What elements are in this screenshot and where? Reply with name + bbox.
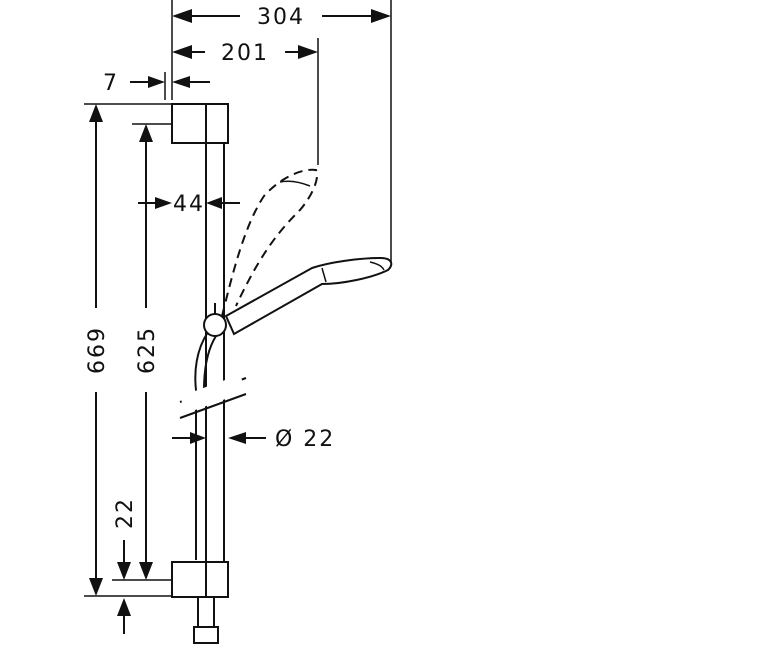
dimension-44-label: 44 (173, 192, 205, 217)
dimension-304: 304 (171, 0, 392, 262)
dimension-7-label: 7 (103, 71, 119, 96)
dimension-625: 625 (112, 123, 172, 581)
shower-hose (194, 331, 217, 560)
dimension-201: 201 (172, 38, 319, 165)
dimension-44: 44 (138, 192, 240, 217)
dimension-diameter-22: Ø 22 (172, 427, 335, 452)
top-wall-bracket (171, 103, 229, 144)
shower-rail (205, 143, 225, 562)
dimension-304-label: 304 (257, 5, 305, 30)
rail-end-cap (193, 596, 219, 644)
dimension-diameter-22-label: Ø 22 (275, 427, 335, 452)
dimension-7: 7 (103, 71, 210, 100)
slider-holder (203, 303, 227, 337)
dimension-669-label: 669 (85, 326, 110, 374)
dimension-22-vertical: 22 (113, 497, 138, 634)
dimension-201-label: 201 (221, 41, 269, 66)
dimension-669: 669 (84, 103, 172, 597)
dimension-625-label: 625 (135, 326, 160, 374)
hand-shower (224, 256, 393, 336)
bottom-wall-bracket (171, 561, 229, 598)
rail-break-symbol (179, 374, 247, 419)
dimension-22-vertical-label: 22 (113, 497, 138, 529)
hand-shower-tilted (221, 168, 318, 317)
